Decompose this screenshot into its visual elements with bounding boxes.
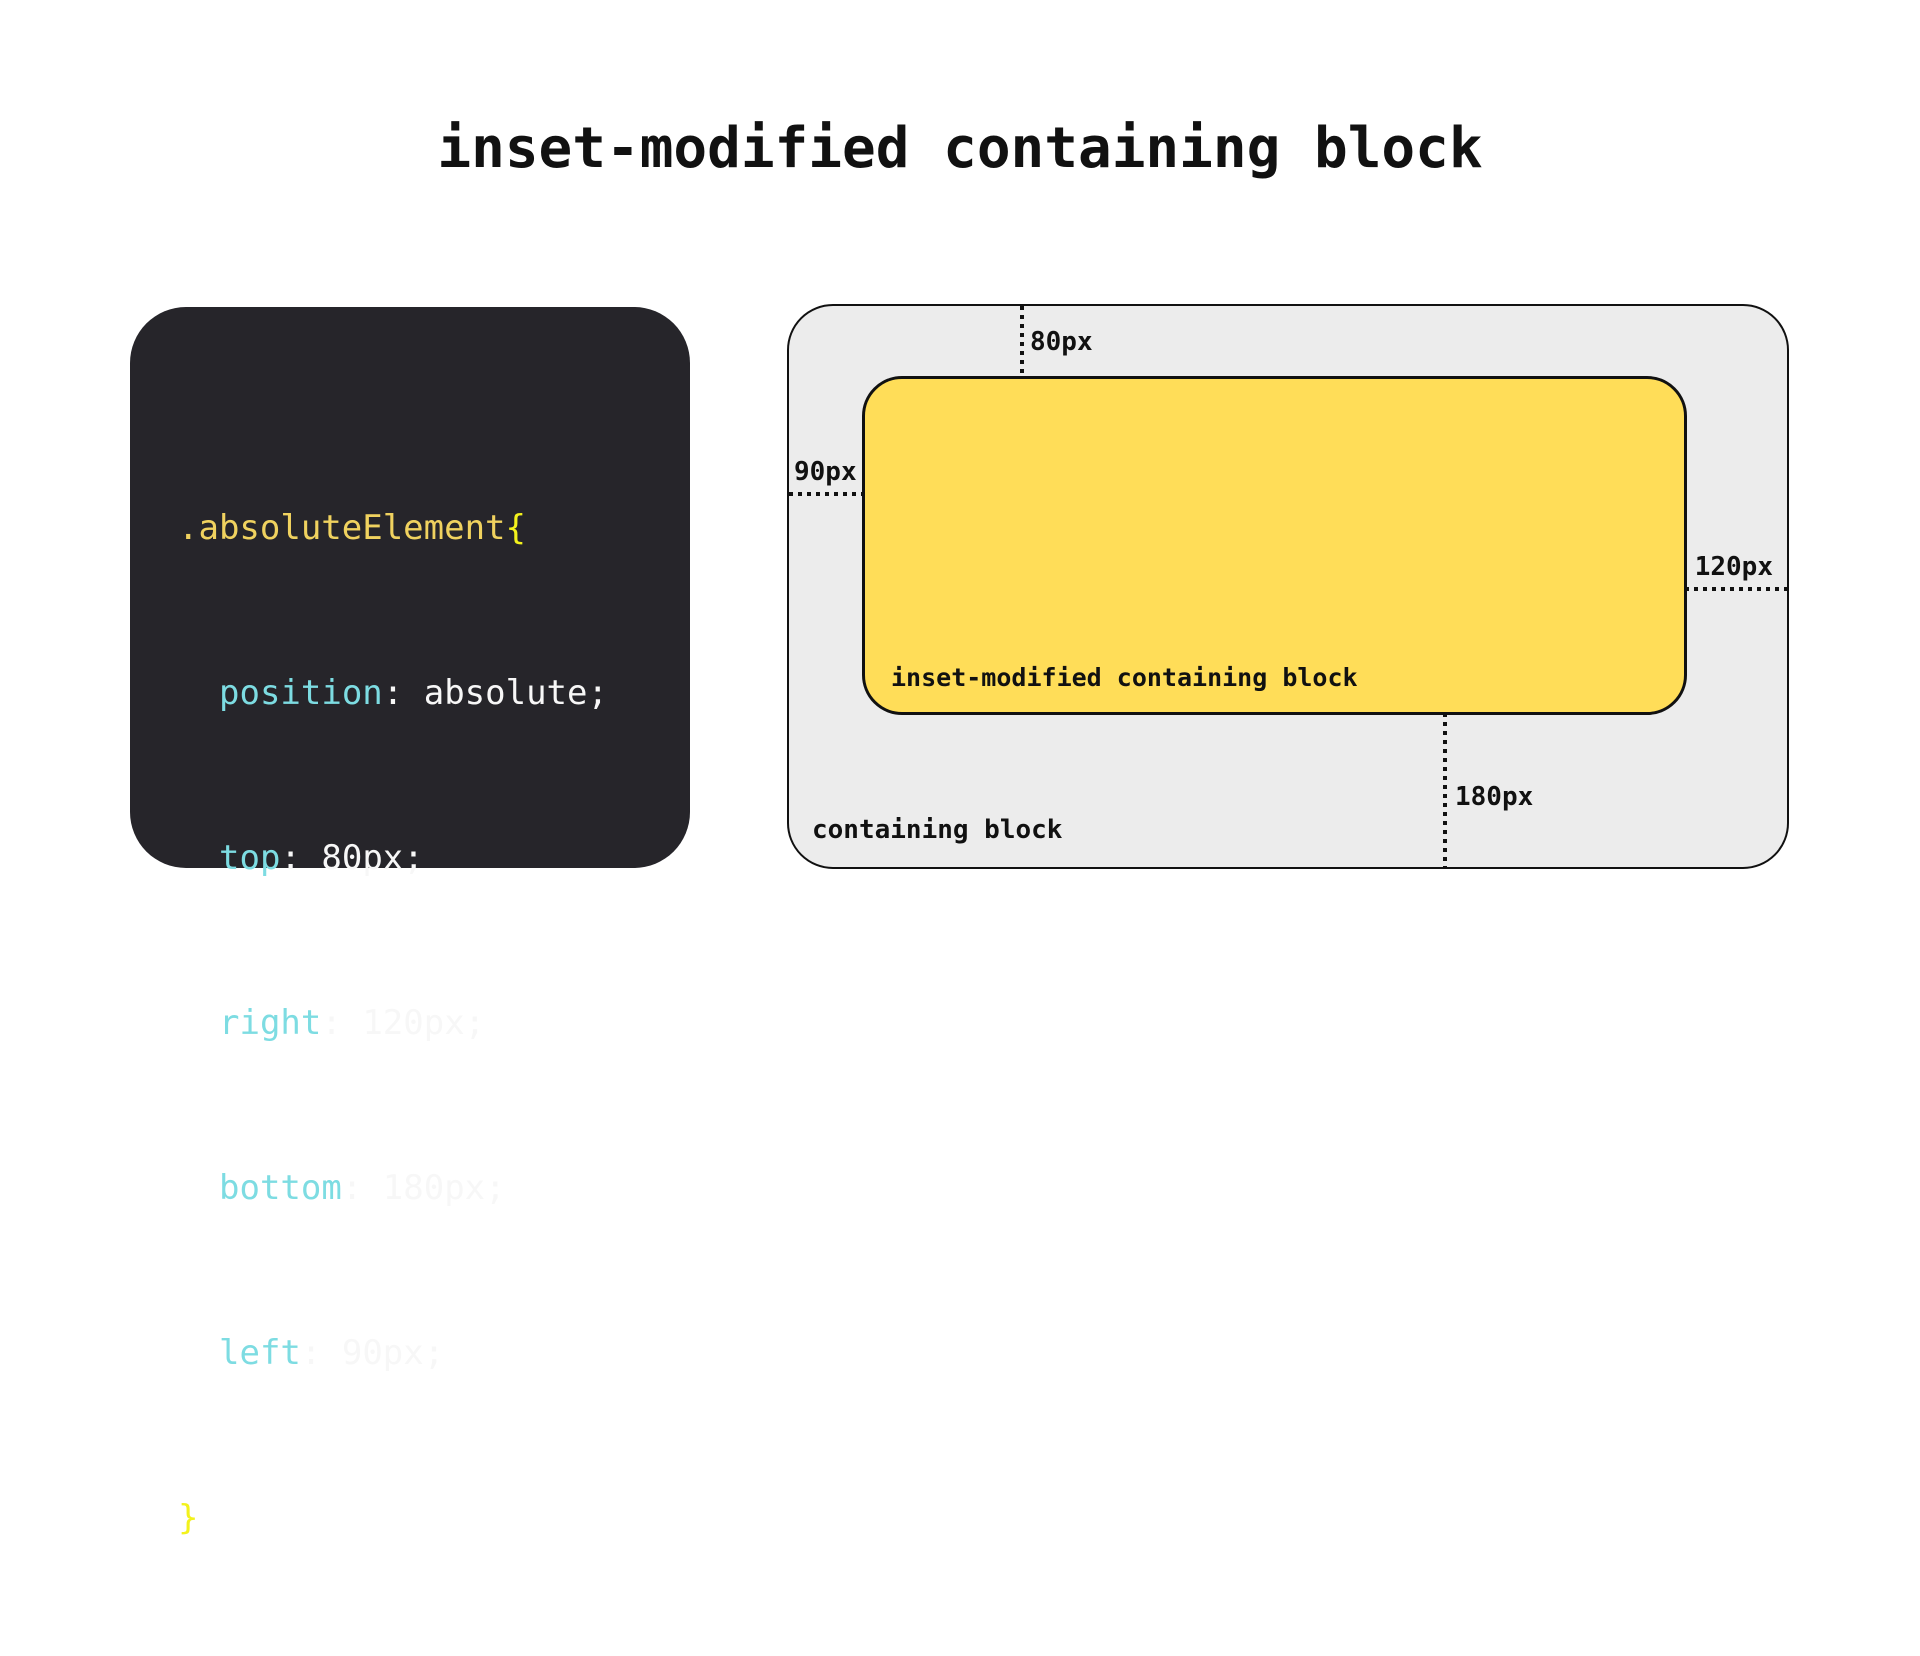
inset-modified-containing-block: inset-modified containing block <box>862 376 1687 715</box>
right-inset-measurement: 120px <box>1694 552 1773 582</box>
inset-block-label: inset-modified containing block <box>891 663 1358 692</box>
left-inset-measurement: 90px <box>794 457 857 487</box>
css-code-panel: .absoluteElement{ position: absolute; to… <box>130 307 690 1538</box>
css-value: 180px <box>382 1168 486 1208</box>
bottom-inset-dotted-line <box>1443 713 1447 867</box>
css-value: absolute <box>423 673 588 713</box>
css-property: right <box>219 1003 322 1043</box>
code-line-close: } <box>178 1491 690 1546</box>
left-inset-dotted-line <box>789 492 864 496</box>
bottom-inset-measurement: 180px <box>1455 782 1534 812</box>
code-line-left: left: 90px; <box>219 1333 445 1373</box>
containing-block-label: containing block <box>812 815 1063 845</box>
code-line-right: right: 120px; <box>219 1003 486 1043</box>
code-line-top: top: 80px; <box>219 838 424 878</box>
css-property: left <box>219 1333 301 1373</box>
css-value: 90px <box>341 1333 424 1373</box>
code-line-selector: .absoluteElement{ <box>178 501 690 556</box>
code-line-bottom: bottom: 180px; <box>219 1168 506 1208</box>
css-property: top <box>219 838 281 878</box>
top-inset-dotted-line <box>1020 306 1024 378</box>
css-property: bottom <box>219 1168 342 1208</box>
css-code: .absoluteElement{ position: absolute; to… <box>130 307 690 1656</box>
code-line-position: position: absolute; <box>219 673 608 713</box>
close-brace: } <box>178 1498 199 1538</box>
right-inset-dotted-line <box>1685 587 1787 591</box>
css-value: 80px <box>321 838 404 878</box>
css-value: 120px <box>362 1003 465 1043</box>
page-title: inset-modified containing block <box>437 116 1483 181</box>
css-property: position <box>219 673 383 713</box>
containing-block: 80px 90px 120px 180px inset-modified con… <box>787 304 1789 869</box>
top-inset-measurement: 80px <box>1030 327 1093 357</box>
css-selector: .absoluteElement <box>178 508 506 548</box>
open-brace: { <box>505 508 526 548</box>
